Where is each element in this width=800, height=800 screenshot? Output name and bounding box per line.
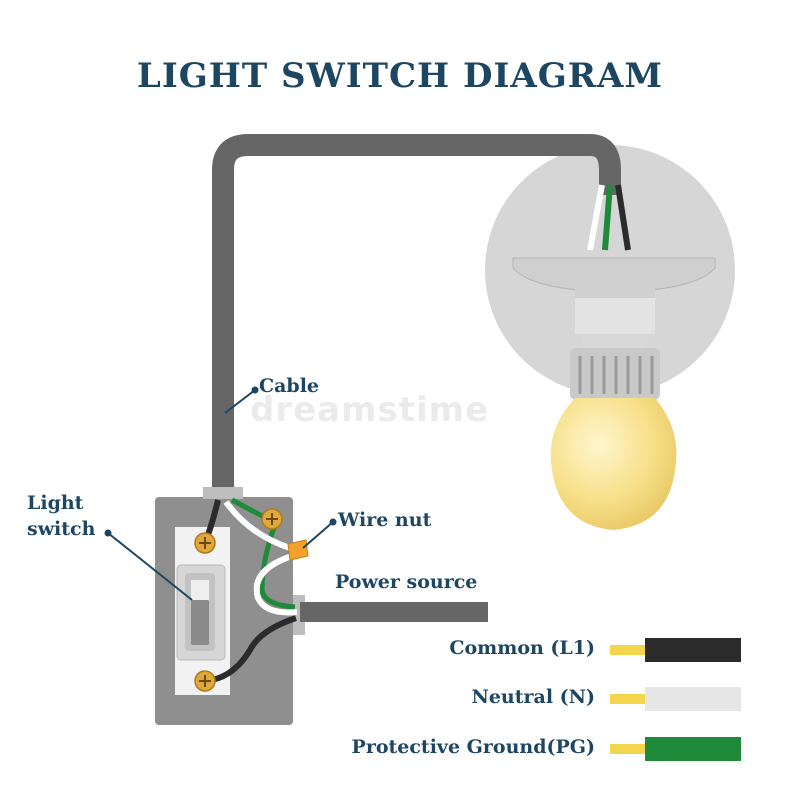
bulb-socket xyxy=(512,257,716,348)
legend-neutral-label: Neutral (N) xyxy=(471,686,595,708)
wire-nut xyxy=(287,539,309,561)
watermark: dreamstime xyxy=(250,390,490,430)
bulb-glass xyxy=(550,398,677,530)
wire-nut-label: Wire nut xyxy=(338,509,432,531)
diagram-title: LIGHT SWITCH DIAGRAM xyxy=(136,56,664,96)
screw-bottom xyxy=(194,670,216,692)
power-source-label: Power source xyxy=(335,571,478,593)
screw-top-right xyxy=(261,508,283,530)
legend-common-label: Common (L1) xyxy=(449,637,595,659)
legend-swatches xyxy=(610,638,741,761)
power-source-cable xyxy=(300,602,488,622)
bulb-base xyxy=(570,348,660,400)
socket-wires xyxy=(587,184,631,251)
legend-ground-label: Protective Ground(PG) xyxy=(351,736,595,758)
light-switch-label-line1: Light xyxy=(27,492,84,514)
cable-label: Cable xyxy=(259,375,320,397)
screw-top-left xyxy=(194,532,216,554)
light-switch-label-line2: switch xyxy=(27,518,96,540)
cable xyxy=(212,134,621,495)
switch-box xyxy=(155,487,305,725)
leader-lines xyxy=(104,386,337,601)
